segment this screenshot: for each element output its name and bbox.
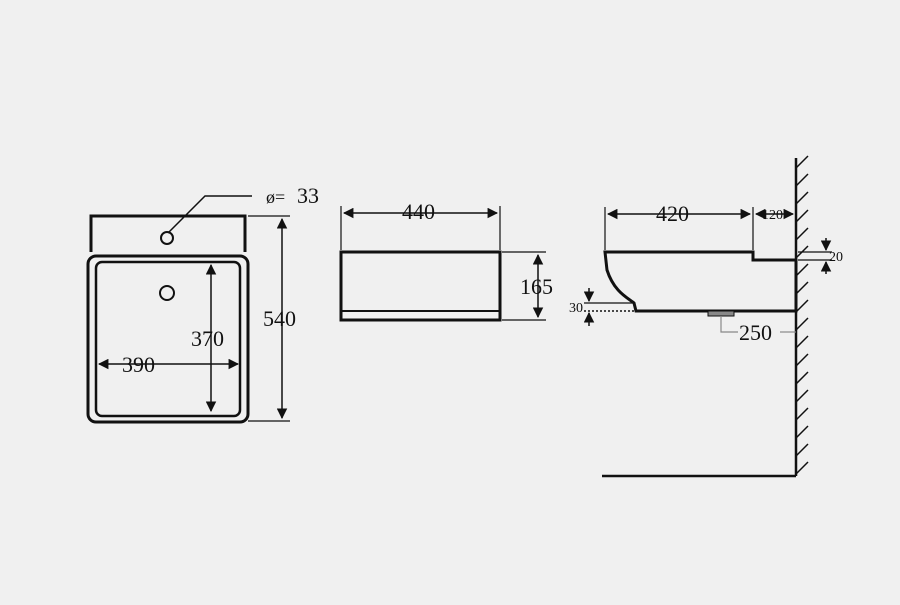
drain-stub bbox=[707, 310, 735, 317]
dim-label-420: 420 bbox=[656, 201, 689, 226]
dim-leader-250-left bbox=[720, 316, 738, 333]
tap-hole bbox=[160, 231, 174, 245]
elevation-view: 440 165 bbox=[339, 199, 553, 322]
front-view: ø= 33 540 370 390 bbox=[86, 183, 319, 424]
dim-label-120: 120 bbox=[762, 208, 783, 223]
deck-outline bbox=[89, 214, 247, 252]
dim-label-30: 30 bbox=[569, 301, 583, 316]
dim-label-370: 370 bbox=[191, 326, 224, 351]
diameter-label: 33 bbox=[297, 183, 319, 208]
diameter-symbol: ø= bbox=[266, 187, 285, 207]
dim-label-20: 20 bbox=[829, 250, 843, 265]
dim-label-165: 165 bbox=[520, 274, 553, 299]
dim-label-390: 390 bbox=[122, 352, 155, 377]
dim-label-250: 250 bbox=[739, 320, 772, 345]
wall-hatching bbox=[795, 155, 809, 475]
side-view: 420 120 20 30 250 bbox=[569, 155, 843, 478]
basin-profile bbox=[603, 250, 798, 313]
dim-label-540: 540 bbox=[263, 306, 296, 331]
drain-hole bbox=[159, 285, 175, 301]
basin-outer bbox=[86, 254, 250, 424]
basin-inner bbox=[94, 260, 242, 418]
dim-label-440: 440 bbox=[402, 199, 435, 224]
elevation-body bbox=[339, 250, 502, 322]
diameter-leader bbox=[167, 195, 252, 234]
